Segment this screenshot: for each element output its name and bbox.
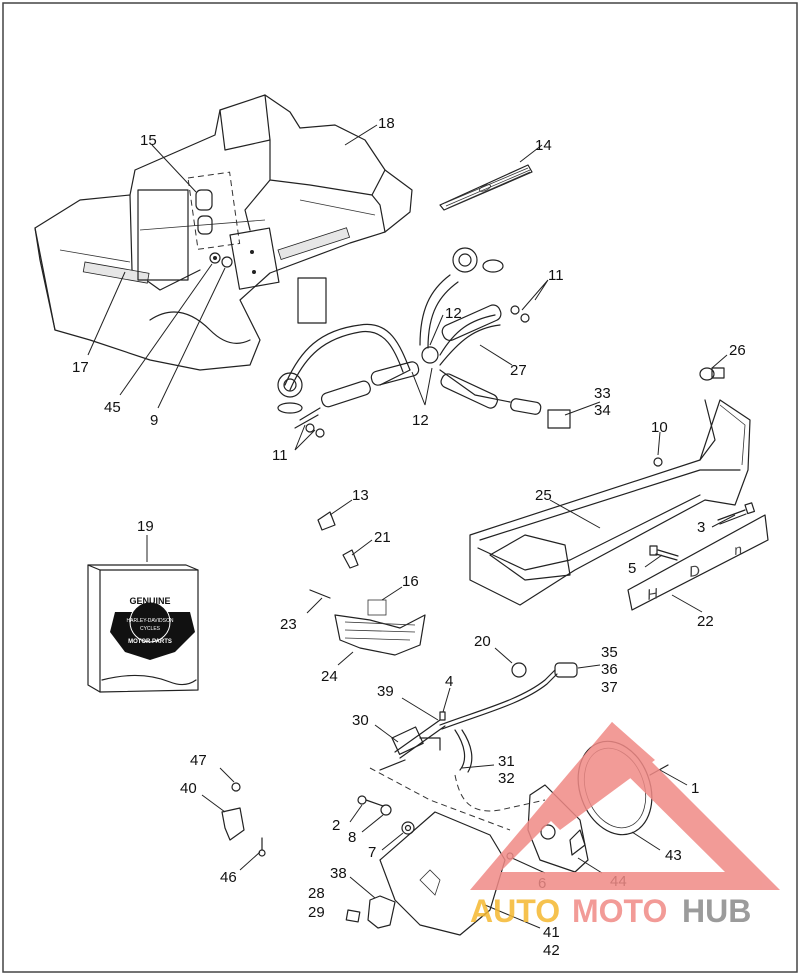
plate-letter-h: H — [646, 585, 660, 604]
callout-17: 17 — [72, 359, 89, 376]
callout-2: 2 — [332, 817, 340, 834]
callout-28: 28 — [308, 885, 325, 902]
marker-lens — [334, 599, 426, 656]
callout-10: 10 — [651, 419, 668, 436]
plate-letter-n: n — [733, 541, 744, 558]
callout-12-top: 12 — [445, 305, 462, 322]
bracket — [221, 782, 266, 857]
nut-10 — [653, 457, 663, 467]
callout-41: 41 — [543, 924, 560, 941]
wiring-harness — [277, 247, 571, 438]
callout-9: 9 — [150, 412, 158, 429]
leader-lines — [87, 124, 736, 929]
plate-letter-d: D — [688, 562, 702, 581]
callout-33: 33 — [594, 385, 611, 402]
callout-35: 35 — [601, 644, 618, 661]
callout-5: 5 — [628, 560, 636, 577]
watermark-moto: MOTO — [572, 893, 667, 929]
callout-32: 32 — [498, 770, 515, 787]
callout-12-bottom: 12 — [412, 412, 429, 429]
callout-15: 15 — [140, 132, 157, 149]
plug — [345, 895, 396, 929]
logo-top-text: GENUINE — [129, 596, 170, 606]
callout-8: 8 — [348, 829, 356, 846]
bulb — [699, 367, 725, 381]
callout-30: 30 — [352, 712, 369, 729]
callout-25: 25 — [535, 487, 552, 504]
callout-34: 34 — [594, 402, 611, 419]
callout-16: 16 — [402, 573, 419, 590]
callout-23: 23 — [280, 616, 297, 633]
genuine-parts-box: GENUINE HARLEY-DAVIDSON CYCLES MOTOR PAR… — [87, 564, 199, 693]
watermark-hub: HUB — [682, 893, 751, 929]
callout-14: 14 — [535, 137, 552, 154]
routing-dashed — [369, 767, 546, 831]
watermark: AUTO MOTO HUB — [470, 722, 780, 929]
screws-2-8-7 — [357, 795, 415, 835]
callout-27: 27 — [510, 362, 527, 379]
callout-38: 38 — [330, 865, 347, 882]
callout-47: 47 — [190, 752, 207, 769]
reflector-strip — [439, 164, 533, 211]
callout-11-top: 11 — [548, 267, 564, 284]
callout-36: 36 — [601, 661, 618, 678]
callout-7: 7 — [368, 844, 376, 861]
callout-labels: 1 2 3 4 5 6 7 8 9 10 11 11 12 12 13 14 1… — [72, 115, 746, 959]
callout-11-bottom: 11 — [272, 447, 288, 464]
callout-18: 18 — [378, 115, 395, 132]
callout-21: 21 — [374, 529, 391, 546]
callout-40: 40 — [180, 780, 197, 797]
callout-20: 20 — [474, 633, 491, 650]
callout-3: 3 — [697, 519, 705, 536]
callout-24: 24 — [321, 668, 338, 685]
callout-46: 46 — [220, 869, 237, 886]
light-bar — [469, 399, 751, 606]
bolts — [649, 502, 756, 561]
callout-13: 13 — [352, 487, 369, 504]
callout-37: 37 — [601, 679, 618, 696]
license-plate: H D n — [627, 514, 769, 611]
callout-22: 22 — [697, 613, 714, 630]
callout-19: 19 — [137, 518, 154, 535]
tour-pak-liner — [34, 94, 413, 371]
logo-cycles-text: CYCLES — [140, 626, 161, 632]
logo-middle-text: HARLEY-DAVIDSON — [127, 618, 174, 624]
callout-29: 29 — [308, 904, 325, 921]
callout-1: 1 — [691, 780, 699, 797]
callout-4: 4 — [445, 673, 453, 690]
callout-42: 42 — [543, 942, 560, 959]
callout-26: 26 — [729, 342, 746, 359]
watermark-auto: AUTO — [470, 893, 560, 929]
callout-45: 45 — [104, 399, 121, 416]
callout-43: 43 — [665, 847, 682, 864]
tail-harness — [379, 662, 578, 773]
callout-39: 39 — [377, 683, 394, 700]
callout-31: 31 — [498, 753, 515, 770]
small-clips — [309, 511, 359, 599]
logo-bottom-text: MOTOR PARTS — [128, 639, 172, 645]
